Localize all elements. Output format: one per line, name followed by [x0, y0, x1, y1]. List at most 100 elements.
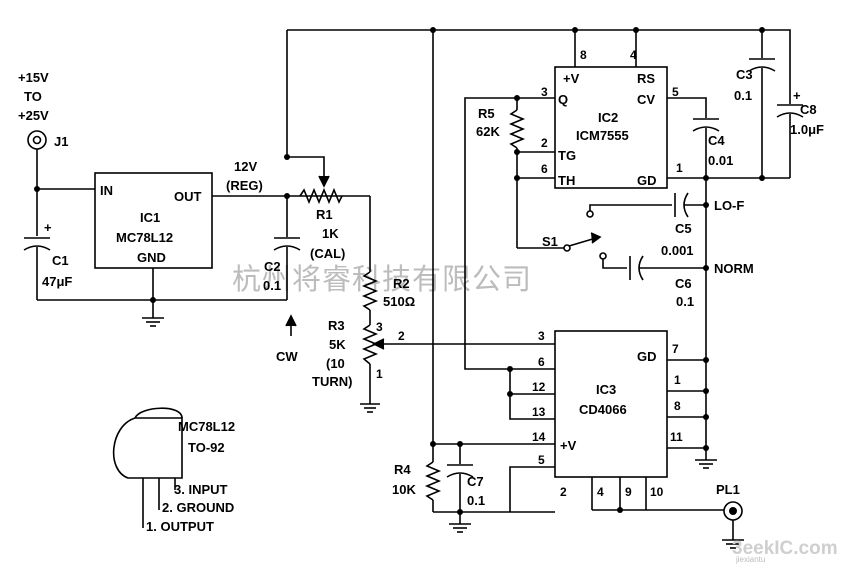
capacitor-c7: C7 0.1 — [446, 444, 485, 524]
resistor-r2: R2 510Ω — [361, 196, 415, 325]
c3-value: 0.1 — [734, 88, 752, 103]
junction-dot — [617, 507, 623, 513]
pkg-type: TO-92 — [188, 440, 225, 455]
ic3-pin-14: 14 — [532, 430, 546, 444]
junction-dot — [514, 149, 520, 155]
capacitor-c6: C6 0.1 — [629, 255, 706, 309]
ic2-pin-v: +V — [563, 71, 580, 86]
c3-ref: C3 — [736, 67, 753, 82]
pkg-pin2: 2. GROUND — [162, 500, 234, 515]
ic3-pin-5: 5 — [538, 453, 545, 467]
ic2-pin-q: Q — [558, 92, 568, 107]
junction-dot — [703, 357, 709, 363]
ic3-pin-7: 7 — [672, 342, 679, 356]
capacitor-c2: C2 0.1 — [263, 196, 301, 300]
c1-polarity: + — [44, 220, 52, 235]
ic2-pin-4: 4 — [630, 48, 637, 62]
capacitor-c8: + C8 1.0μF — [762, 29, 824, 178]
ic2-timer: +V RS Q CV IC2 ICM7555 TG TH GD — [554, 66, 668, 189]
ic3-switch: GD IC3 CD4066 +V — [554, 330, 668, 478]
ic3-pin-v: +V — [560, 438, 577, 453]
supply-voltage-to: TO — [24, 89, 42, 104]
ic2-pin-3: 3 — [541, 85, 548, 99]
r3-pin3: 3 — [376, 320, 383, 334]
r3-value: 5K — [329, 337, 346, 352]
ic3-part: CD4066 — [579, 402, 627, 417]
ic3-pin-11: 11 — [670, 430, 683, 444]
r2-value: 510Ω — [383, 294, 415, 309]
ic2-pin-5: 5 — [672, 85, 679, 99]
ground-symbol-4 — [695, 459, 717, 469]
c5-ref: C5 — [675, 221, 692, 236]
to92-package-drawing: MC78L12 TO-92 3. INPUT 2. GROUND 1. OUTP… — [112, 407, 235, 534]
pkg-pin1: 1. OUTPUT — [146, 519, 214, 534]
r1-ref: R1 — [316, 207, 333, 222]
junction-dot — [703, 388, 709, 394]
c4-value: 0.01 — [708, 153, 733, 168]
pl1-label: PL1 — [716, 482, 740, 497]
r3-pin1: 1 — [376, 367, 383, 381]
r1-value: 1K — [322, 226, 339, 241]
ground-symbol-1 — [142, 317, 164, 327]
junction-dot — [430, 441, 436, 447]
ic2-pin-1: 1 — [676, 161, 683, 175]
s1-lof-label: LO-F — [714, 198, 744, 213]
reg-note: (REG) — [226, 178, 263, 193]
capacitor-c3: C3 0.1 — [734, 30, 776, 178]
output-plug-pl1: PL1 — [716, 482, 744, 549]
resistor-r4: R4 10K — [392, 461, 442, 512]
junction-dot — [507, 391, 513, 397]
ic3-pin-9: 9 — [625, 485, 632, 499]
ic2-ref: IC2 — [598, 110, 618, 125]
ic3-pin-10: 10 — [650, 485, 664, 499]
ic1-regulator: IN OUT IC1 MC78L12 GND — [94, 172, 213, 269]
c7-value: 0.1 — [467, 493, 485, 508]
ic3-pin-2: 2 — [560, 485, 567, 499]
s1-norm-label: NORM — [714, 261, 754, 276]
ic2-pin-tg: TG — [558, 148, 576, 163]
r1-note: (CAL) — [310, 246, 345, 261]
ic3-pin-gd: GD — [637, 349, 657, 364]
junction-dot — [703, 414, 709, 420]
reg-voltage: 12V — [234, 159, 257, 174]
ic1-pin-out: OUT — [174, 189, 202, 204]
supply-voltage-min: +15V — [18, 70, 49, 85]
r5-ref: R5 — [478, 106, 495, 121]
wire — [509, 466, 555, 512]
ic2-pin-gd: GD — [637, 173, 657, 188]
capacitor-c1: + C1 47μF — [23, 220, 72, 300]
junction-dot — [514, 175, 520, 181]
r3-ref: R3 — [328, 318, 345, 333]
ic3-pin-1: 1 — [674, 373, 681, 387]
ic1-pin-in: IN — [100, 183, 113, 198]
ic1-part: MC78L12 — [116, 230, 173, 245]
r4-ref: R4 — [394, 462, 411, 477]
wire — [509, 393, 555, 420]
cw-label: CW — [276, 349, 298, 364]
c7-ref: C7 — [467, 474, 484, 489]
ic2-pin-8: 8 — [580, 48, 587, 62]
c8-value: 1.0μF — [790, 122, 824, 137]
pkg-pin3: 3. INPUT — [174, 482, 228, 497]
c2-value: 0.1 — [263, 278, 281, 293]
junction-dot — [514, 95, 520, 101]
junction-dot — [703, 175, 709, 181]
c8-polarity: + — [793, 88, 801, 103]
pkg-part: MC78L12 — [178, 419, 235, 434]
ic3-ref: IC3 — [596, 382, 616, 397]
ic2-pin-rs: RS — [637, 71, 655, 86]
c2-ref: C2 — [264, 259, 281, 274]
ic3-pin-6: 6 — [538, 355, 545, 369]
ic2-pin-cv: CV — [637, 92, 655, 107]
ic3-pin-4: 4 — [597, 485, 604, 499]
jack-j1-center — [32, 135, 42, 145]
ic1-ref: IC1 — [140, 210, 160, 225]
jack-j1-symbol — [27, 130, 47, 150]
junction-dot — [34, 186, 40, 192]
ground-symbol-3 — [449, 523, 471, 533]
ground-symbol-2 — [360, 403, 380, 413]
junction-dot — [284, 193, 290, 199]
r3-note-1: (10 — [326, 356, 345, 371]
junction-dot — [703, 445, 709, 451]
